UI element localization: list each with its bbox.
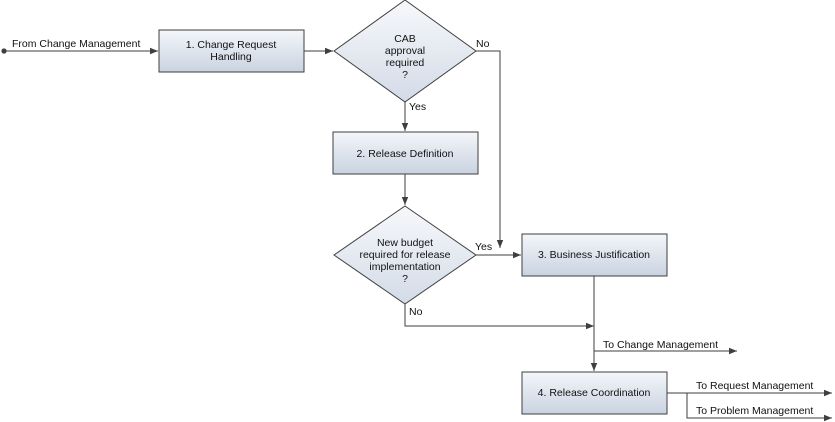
decision1-label-1: CAB	[394, 33, 416, 45]
decision2-label-3: implementation	[369, 261, 440, 273]
decision2-yes-label: Yes	[475, 241, 492, 253]
to-change-management-label: To Change Management	[603, 339, 718, 351]
to-request-management-label: To Request Management	[696, 380, 813, 392]
decision1-label-2: approval	[385, 45, 425, 57]
step3-box	[521, 233, 668, 277]
step1-box	[158, 29, 305, 73]
step4-label: 4. Release Coordination	[538, 387, 651, 399]
connector-to-problem-management	[686, 393, 832, 422]
decision2-label-1: New budget	[377, 237, 433, 249]
step2-box	[332, 131, 479, 175]
start-label: From Change Management	[12, 38, 140, 50]
decision2-label-4: ?	[402, 273, 408, 285]
step1-label-line2: Handling	[210, 51, 252, 63]
decision2-no-label: No	[409, 306, 423, 318]
connector-decision2-no	[404, 304, 594, 330]
connector-decision1-no	[476, 50, 504, 248]
step2-label: 2. Release Definition	[357, 148, 454, 160]
step1-label: 1. Change Request	[186, 39, 277, 51]
decision1-no-label: No	[476, 38, 490, 50]
decision1-label-4: ?	[402, 69, 408, 81]
decision1-label-3: required	[386, 57, 425, 69]
decision1-yes-label: Yes	[409, 101, 426, 113]
decision2-label-2: required for release	[359, 249, 450, 261]
to-problem-management-label: To Problem Management	[696, 405, 813, 417]
step3-label: 3. Business Justification	[538, 249, 650, 261]
